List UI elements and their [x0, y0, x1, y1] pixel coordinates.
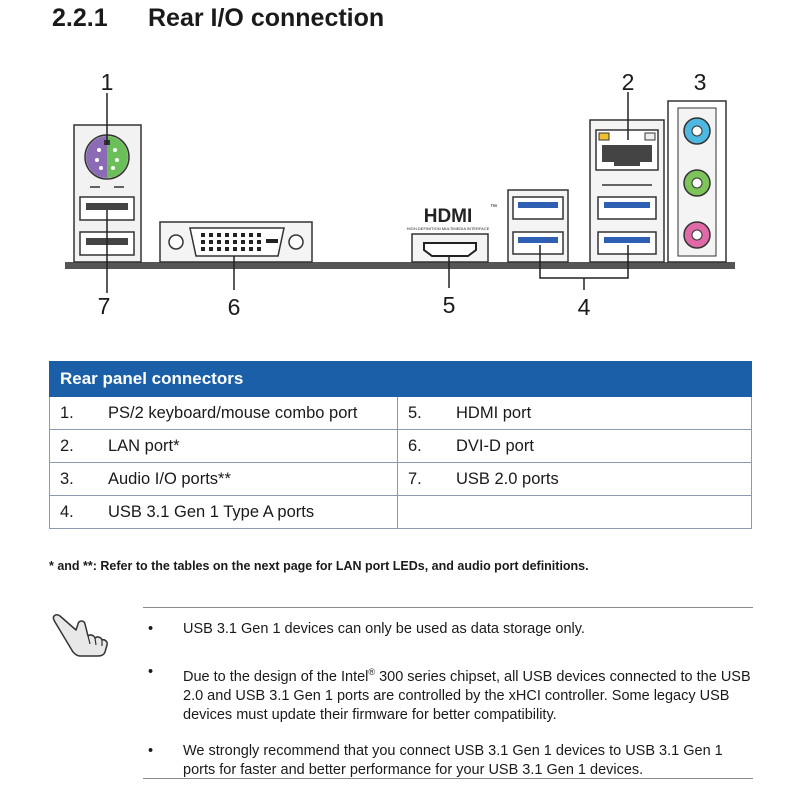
section-number: 2.2.1 [52, 4, 108, 32]
registered-mark: ® [368, 667, 376, 677]
item-label: HDMI port [456, 403, 532, 422]
hdmi-logo-tm: ™ [490, 204, 497, 211]
rear-panel-table: Rear panel connectors 1. PS/2 keyboard/mo… [49, 361, 752, 529]
rear-io-diagram: HDMI ™ HIGH-DEFINITION MULTIMEDIA INTERF… [65, 69, 735, 320]
list-item: • Due to the design of the Intel® 300 se… [143, 663, 753, 725]
callout-4: 4 [578, 294, 591, 320]
note-text-start: Due to the design of the Intel [183, 668, 369, 685]
item-number: 6. [408, 436, 422, 455]
item-label: LAN port* [108, 436, 180, 455]
footnote: * and **: Refer to the tables on the nex… [49, 559, 589, 573]
item-number: 7. [408, 469, 422, 488]
item-number: 1. [60, 403, 74, 422]
table-row: 1. PS/2 keyboard/mouse combo port 5. HDMI … [49, 396, 752, 430]
board-edge [65, 262, 735, 269]
item-label: DVI-D port [456, 436, 534, 455]
list-item: • We strongly recommend that you connect… [143, 742, 753, 780]
table-row: 4. USB 3.1 Gen 1 Type A ports [49, 495, 752, 529]
hdmi-tagline: HIGH-DEFINITION MULTIMEDIA INTERFACE [407, 226, 490, 231]
item-number: 5. [408, 403, 422, 422]
notes-list: • USB 3.1 Gen 1 devices can only be used… [143, 620, 753, 797]
item-number: 3. [60, 469, 74, 488]
note-text-end: 300 series chipset, all USB devices conn… [183, 668, 751, 723]
list-item: • USB 3.1 Gen 1 devices can only be used… [143, 620, 753, 639]
section-title: Rear I/O connection [148, 4, 385, 32]
bullet-dot: • [148, 742, 154, 759]
ps2-usb2-block [73, 124, 142, 263]
callout-5: 5 [443, 292, 456, 318]
note-text: We strongly recommend that you connect U… [183, 742, 723, 778]
table-row: 3. Audio I/O ports** 7. USB 2.0 ports [49, 462, 752, 496]
callout-3: 3 [694, 69, 707, 95]
hdmi-port-drawing: HDMI ™ HIGH-DEFINITION MULTIMEDIA INTERF… [407, 204, 497, 263]
leader-lines [106, 92, 629, 293]
callout-1: 1 [101, 69, 114, 95]
hdmi-logo: HDMI [424, 206, 473, 227]
divider-bottom [143, 778, 753, 779]
item-label: PS/2 keyboard/mouse combo port [108, 403, 358, 422]
note-text: USB 3.1 Gen 1 devices can only be used a… [183, 621, 585, 637]
section-heading: 2.2.1 Rear I/O connection [52, 4, 384, 33]
item-number: 2. [60, 436, 74, 455]
usb3-stack-left [507, 189, 569, 263]
hand-pointer-icon [52, 614, 108, 657]
item-label: Audio I/O ports** [108, 469, 231, 488]
callout-6: 6 [228, 294, 241, 320]
item-label: USB 2.0 ports [456, 469, 559, 488]
divider-top [143, 607, 753, 608]
table-row: 2. LAN port* 6. DVI-D port [49, 429, 752, 463]
audio-ports-drawing [667, 100, 727, 263]
callout-2: 2 [622, 69, 635, 95]
dvi-port-drawing [159, 221, 313, 263]
lan-usb3-block [589, 119, 665, 263]
bullet-dot: • [148, 664, 154, 680]
item-number: 4. [60, 502, 74, 521]
table-header: Rear panel connectors [49, 361, 752, 397]
item-label: USB 3.1 Gen 1 Type A ports [108, 502, 315, 521]
bullet-dot: • [148, 621, 154, 637]
callout-7: 7 [98, 293, 111, 319]
